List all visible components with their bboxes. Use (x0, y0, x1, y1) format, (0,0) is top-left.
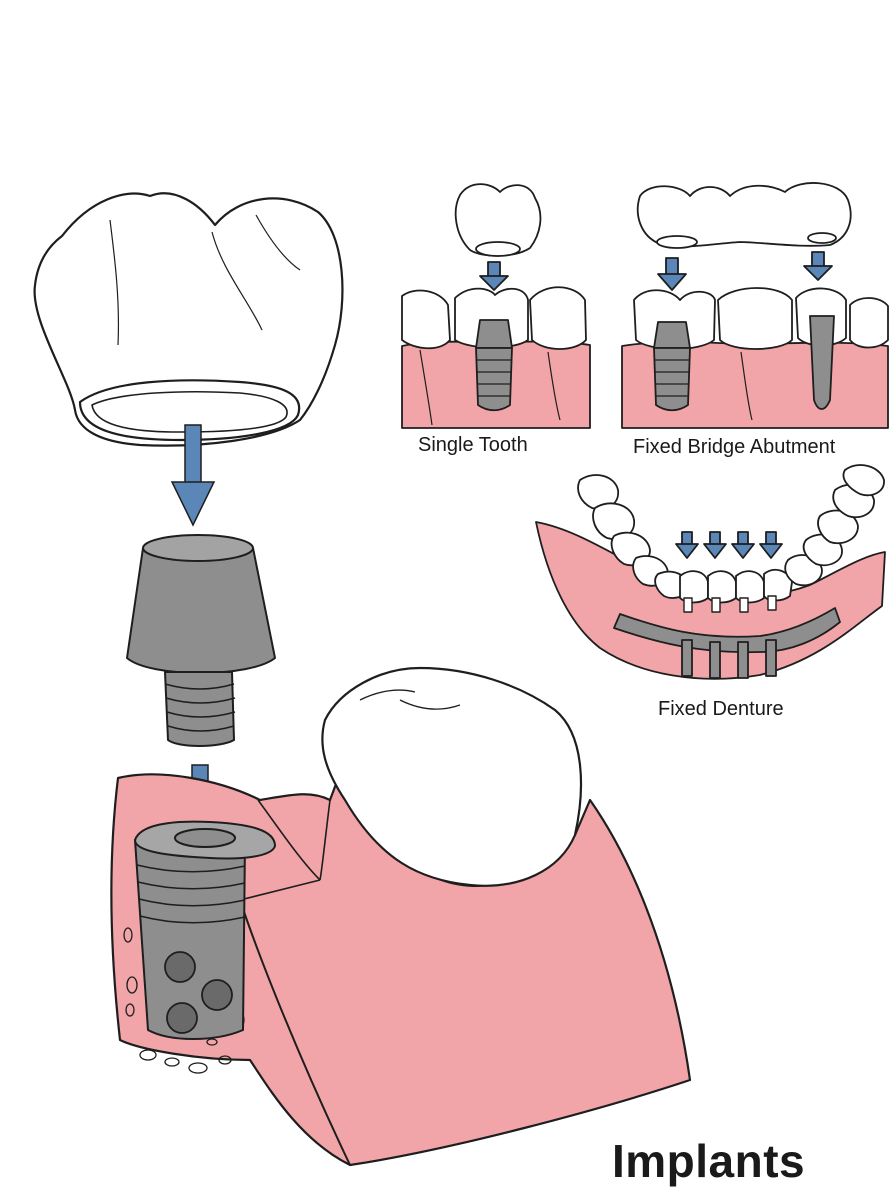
label-fixed-bridge: Fixed Bridge Abutment (633, 436, 836, 458)
neighbor-tooth (321, 666, 583, 887)
label-single-tooth: Single Tooth (418, 434, 528, 456)
page-title: Implants (612, 1135, 806, 1187)
arrow-crown-to-abutment (170, 424, 216, 527)
implant-fixture (134, 820, 276, 1040)
large-crown (33, 192, 344, 447)
gum-cross-section (110, 758, 692, 1167)
label-fixed-denture: Fixed Denture (658, 698, 784, 720)
fixed-bridge-panel (621, 182, 889, 429)
fixed-denture-panel (535, 464, 886, 680)
abutment (126, 534, 276, 747)
single-tooth-panel (401, 183, 591, 429)
